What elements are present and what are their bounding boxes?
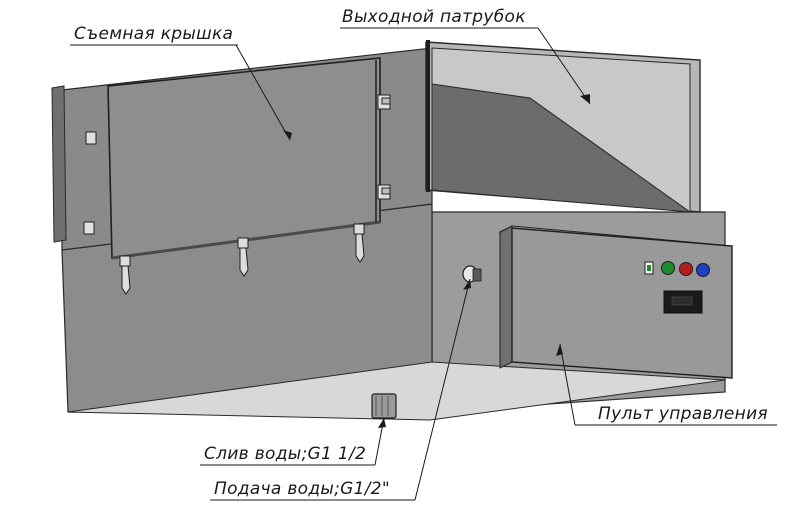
leader-arrowheads: [283, 94, 590, 428]
outlet-hood-inner-light: [431, 47, 691, 213]
blue-lamp: [696, 263, 710, 277]
control-panel-front: [511, 227, 733, 379]
green-lamp: [661, 261, 675, 275]
left-flap: [51, 85, 67, 243]
water-drain-fitting: [371, 393, 397, 419]
lid-latches: [119, 223, 365, 295]
control-panel-left: [499, 225, 513, 369]
lid-hinges: [83, 94, 391, 235]
label-outlet-pipe: Выходной патрубок: [342, 7, 526, 27]
leader-lines: [70, 27, 777, 501]
red-lamp: [679, 262, 693, 276]
label-water-supply: Подача воды;G1/2": [214, 479, 390, 499]
box-bottom-face: [67, 361, 726, 421]
label-control-panel: Пульт управления: [598, 404, 768, 424]
label-water-drain: Слив воды;G1 1/2: [204, 444, 367, 464]
label-removable-lid: Съемная крышка: [74, 24, 234, 44]
